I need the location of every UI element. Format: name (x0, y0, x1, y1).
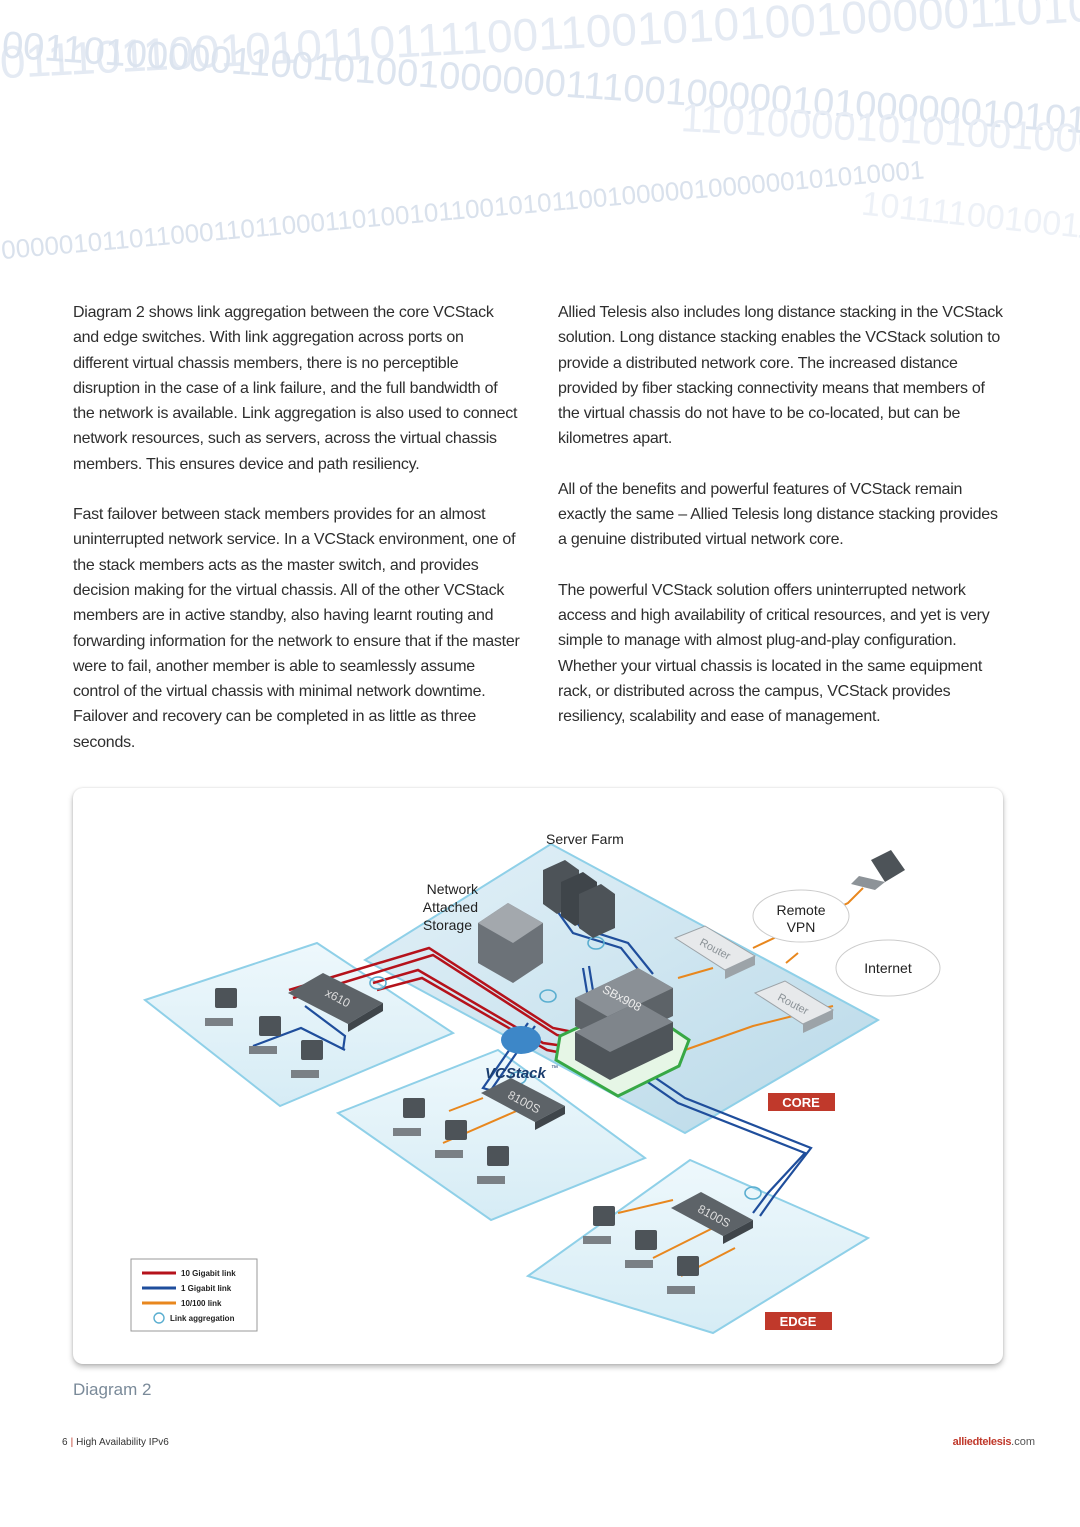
edge-badge-label: EDGE (780, 1314, 817, 1329)
brand-name: alliedtelesis (952, 1436, 1012, 1448)
left-column: Diagram 2 shows link aggregation between… (73, 300, 523, 780)
legend-label-aggregation: Link aggregation (170, 1314, 235, 1323)
platform-middle (335, 1048, 648, 1222)
legend-label-fast: 10/100 link (181, 1299, 222, 1308)
nas-label-line3: Storage (423, 917, 472, 933)
footer-separator: | (70, 1437, 74, 1448)
platform-right (525, 1158, 871, 1335)
right-column: Allied Telesis also includes long distan… (558, 300, 1005, 754)
network-diagram: SBx908 Server Farm Network Attached Stor… (73, 788, 1003, 1364)
paragraph: All of the benefits and powerful feature… (558, 480, 998, 549)
legend: 10 Gigabit link 1 Gigabit link 10/100 li… (130, 1258, 258, 1332)
nas-label-line1: Network (427, 881, 479, 897)
binary-banner: 0111011001010110111100110010101001000001… (0, 0, 1080, 270)
edge-badge (765, 1312, 832, 1330)
page-number: 6 (62, 1437, 68, 1448)
platform-left (142, 941, 456, 1108)
laptop-icon (851, 850, 905, 890)
footer-title: High Availability IPv6 (76, 1437, 169, 1448)
server-farm-label: Server Farm (546, 831, 624, 847)
brand-suffix: .com (1011, 1436, 1035, 1448)
binary-row-4: 0000010110110001101100011010010110010101… (0, 154, 925, 265)
footer-page-info: 6|High Availability IPv6 (62, 1437, 169, 1448)
server-farm (543, 860, 615, 938)
legend-label-ten-gig: 10 Gigabit link (181, 1269, 236, 1278)
diagram-caption: Diagram 2 (73, 1380, 152, 1399)
paragraph: Allied Telesis also includes long distan… (558, 304, 1003, 448)
legend-label-one-gig: 1 Gigabit link (181, 1284, 232, 1293)
paragraph: Diagram 2 shows link aggregation between… (73, 304, 518, 473)
binary-row-5: 1011110010011011110 (860, 185, 1080, 259)
remote-vpn-cloud: Remote VPN (752, 889, 850, 943)
remote-vpn-label-line2: VPN (787, 919, 816, 935)
edge-switch-x610: x610 (288, 973, 383, 1032)
internet-cloud: Internet (835, 939, 941, 997)
core-badge-label: CORE (782, 1095, 820, 1110)
remote-vpn-label-line1: Remote (776, 902, 825, 918)
core-switch-sbx908: SBx908 (575, 968, 673, 1080)
network-attached-storage (478, 903, 543, 983)
footer-brand: alliedtelesis.com (953, 1436, 1035, 1448)
vcstack-logo-text: VCStack (485, 1065, 547, 1082)
router-lower: Router (753, 980, 835, 1033)
vcstack-tm: ™ (551, 1065, 558, 1072)
internet-label: Internet (864, 960, 912, 976)
paragraph: Fast failover between stack members prov… (73, 506, 520, 751)
workstations (205, 988, 699, 1294)
paragraph: The powerful VCStack solution offers uni… (558, 581, 990, 726)
core-badge (768, 1093, 835, 1111)
edge-switch-8100s-right: 8100S (671, 1192, 753, 1244)
vcstack-logo: VCStack ™ (485, 1026, 558, 1082)
nas-label-line2: Attached (423, 899, 478, 915)
